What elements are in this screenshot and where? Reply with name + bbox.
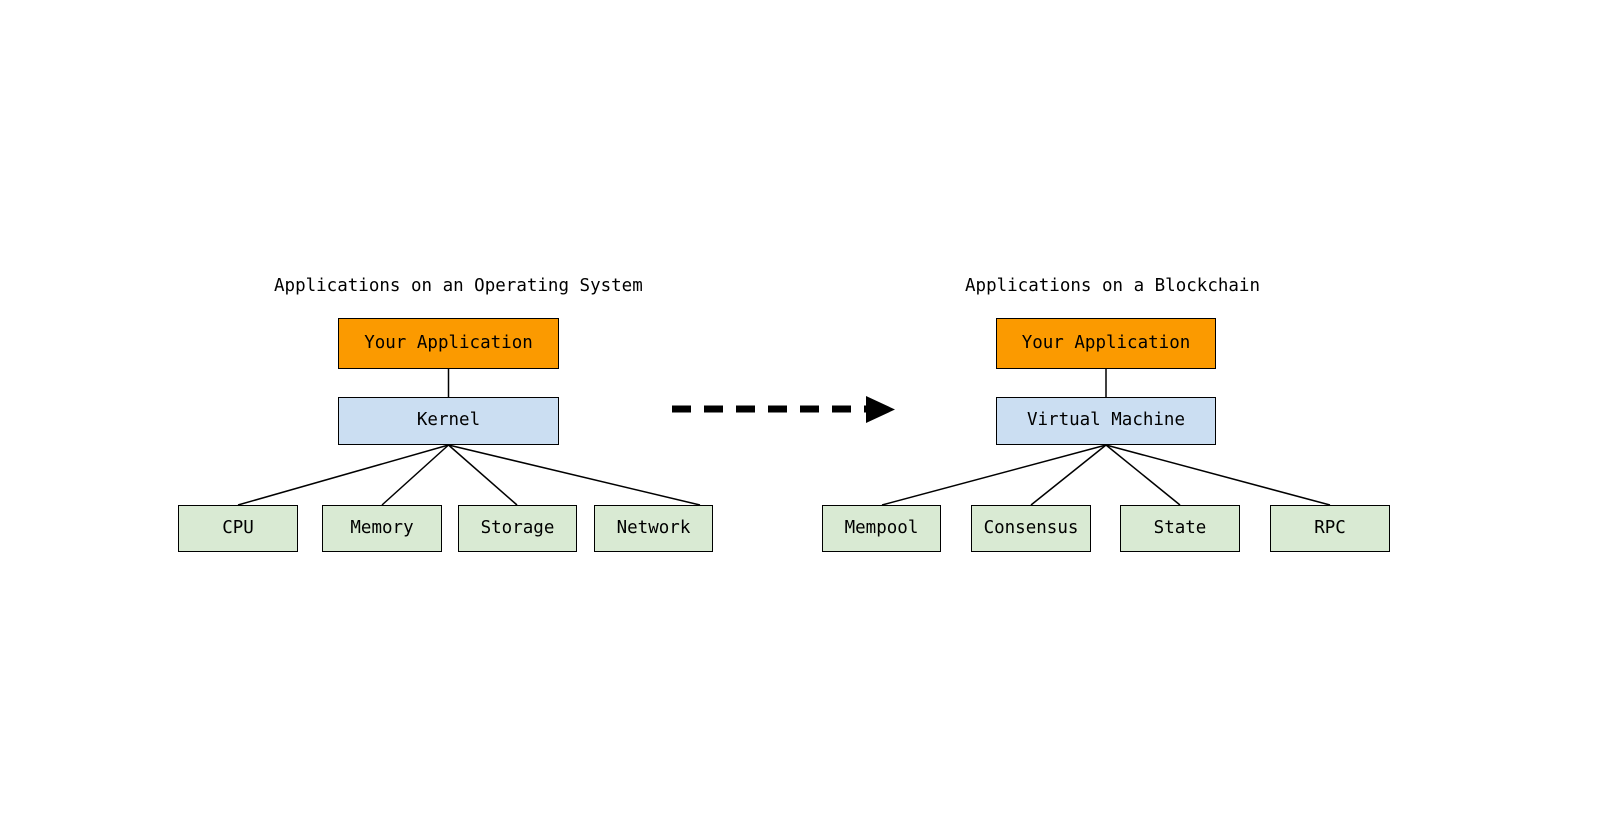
node-memory[interactable]: Memory (322, 505, 442, 552)
node-state[interactable]: State (1120, 505, 1240, 552)
node-label: Mempool (844, 517, 919, 538)
node-label: Consensus (983, 517, 1079, 538)
edge-kernel-to-storage (448, 444, 518, 506)
node-label: CPU (222, 517, 254, 538)
edge-kernel-to-network (448, 444, 701, 506)
panel-title-blockchain: Applications on a Blockchain (965, 276, 1261, 296)
edge-vm-to-rpc (1105, 444, 1331, 506)
edge-vm-to-consensus (1030, 444, 1107, 506)
edge-kernel-to-cpu (237, 444, 449, 506)
node-label: Network (616, 517, 691, 538)
node-kernel[interactable]: Kernel (338, 397, 559, 445)
node-label: Storage (480, 517, 555, 538)
node-label: Your Application (1021, 332, 1191, 353)
node-rpc[interactable]: RPC (1270, 505, 1390, 552)
node-label: State (1153, 517, 1207, 538)
node-your-application-os[interactable]: Your Application (338, 318, 559, 369)
node-label: Your Application (364, 332, 533, 353)
node-label: Virtual Machine (1026, 410, 1186, 431)
node-mempool[interactable]: Mempool (822, 505, 941, 552)
node-storage[interactable]: Storage (458, 505, 577, 552)
node-consensus[interactable]: Consensus (971, 505, 1091, 552)
edge-vm-to-state (1105, 444, 1181, 506)
panel-title-os: Applications on an Operating System (274, 276, 643, 296)
node-network[interactable]: Network (594, 505, 713, 552)
node-label: Kernel (416, 410, 481, 431)
node-cpu[interactable]: CPU (178, 505, 298, 552)
node-label: RPC (1314, 517, 1346, 538)
node-your-application-blockchain[interactable]: Your Application (996, 318, 1216, 369)
node-label: Memory (350, 517, 414, 538)
edge-kernel-to-memory (381, 444, 450, 506)
node-virtual-machine[interactable]: Virtual Machine (996, 397, 1216, 445)
edge-vm-to-mempool (881, 444, 1107, 506)
transition-arrow-head (866, 396, 895, 423)
